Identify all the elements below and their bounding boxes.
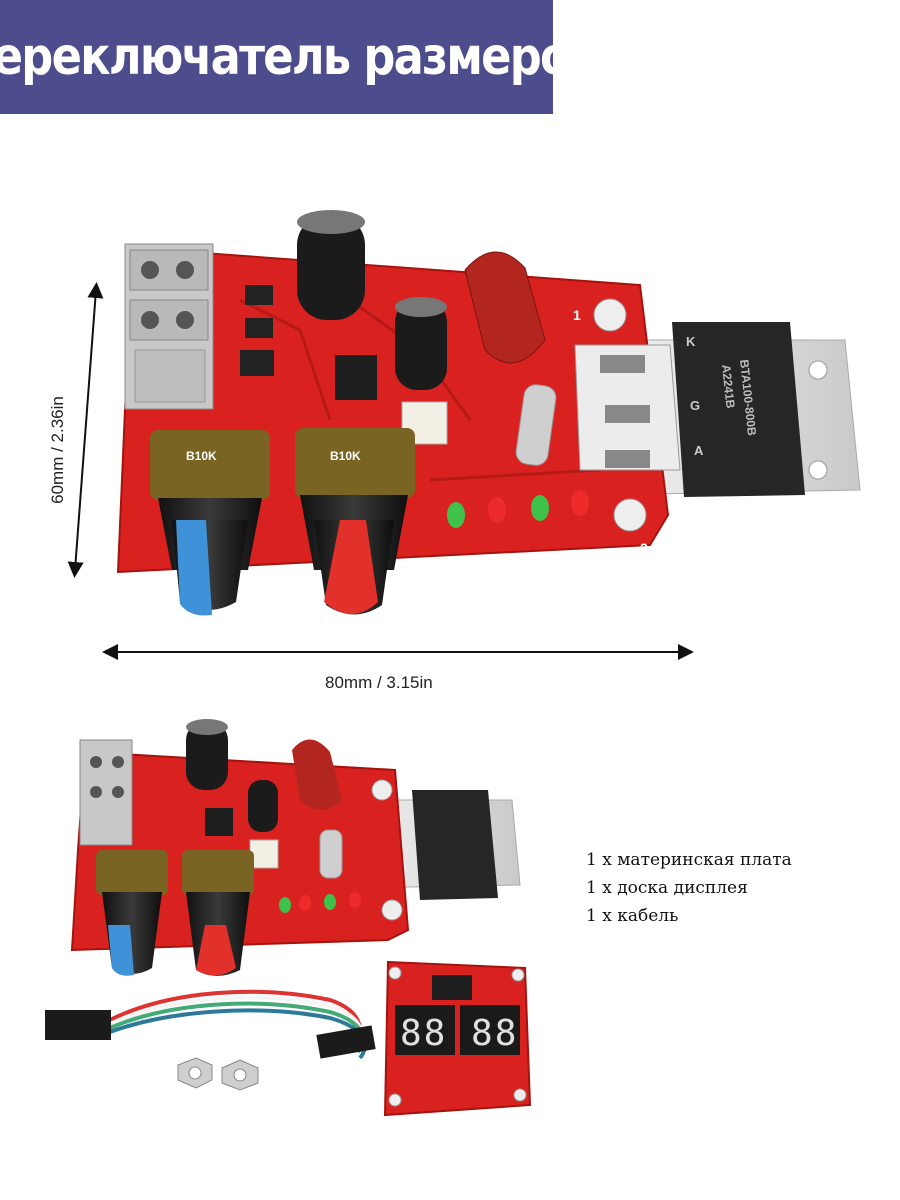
potentiometer-right: B10K [295, 428, 415, 615]
contents-item: 1 х кабель [586, 906, 679, 926]
board-model-code: Bc02-6k [500, 570, 539, 581]
title-banner: Переключатель размеров [0, 0, 598, 114]
cable [45, 989, 376, 1060]
capacitor-small [395, 300, 447, 390]
capacitor-large [297, 215, 365, 320]
triac [672, 322, 805, 497]
cable-connector-right [316, 1025, 376, 1059]
height-dimension-label: 60mm / 2.36in [48, 396, 67, 504]
cable-connector-left [45, 1010, 111, 1040]
display-digits: 88 88 [400, 1013, 518, 1054]
power-resistor [515, 384, 557, 466]
banner-title: Переключатель размеров [0, 27, 598, 87]
leds [447, 490, 589, 528]
terminal-block [124, 243, 214, 410]
contents-item: 1 х материнская плата [586, 850, 792, 870]
ic-chip [335, 355, 377, 400]
contents-item: 1 х доска дисплея [586, 878, 748, 898]
triac-text-2: A2241B [719, 364, 738, 410]
triac-pin-a: A [694, 443, 704, 458]
knob-blue [176, 520, 212, 616]
film-capacitor [464, 251, 546, 364]
display-segment-right [460, 1005, 520, 1055]
display-segment-left [395, 1005, 455, 1055]
potentiometer-left: B10K [150, 430, 270, 616]
mount-hole-1 [593, 298, 627, 332]
terminal-2-label: 2 [640, 540, 648, 556]
svg-text:B10K: B10K [330, 449, 361, 463]
triac-pin-k: K [686, 334, 696, 349]
terminal-1-label: 1 [573, 307, 581, 323]
package-contents: 1 х материнская плата 1 х доска дисплея … [586, 846, 792, 930]
height-arrow [67, 282, 104, 578]
width-dimension-label: 80mm / 3.15in [325, 673, 433, 692]
triac-pin-g: G [690, 398, 700, 413]
main-board-small [70, 719, 521, 976]
knob-red [324, 520, 378, 614]
svg-text:B10K: B10K [186, 449, 217, 463]
display-board: 88 88 [383, 960, 532, 1117]
mount-hole-2 [613, 498, 647, 532]
main-board-large: 1 2 BTA100-800B A2241B K G A Bc02-6k B10… [116, 210, 861, 616]
